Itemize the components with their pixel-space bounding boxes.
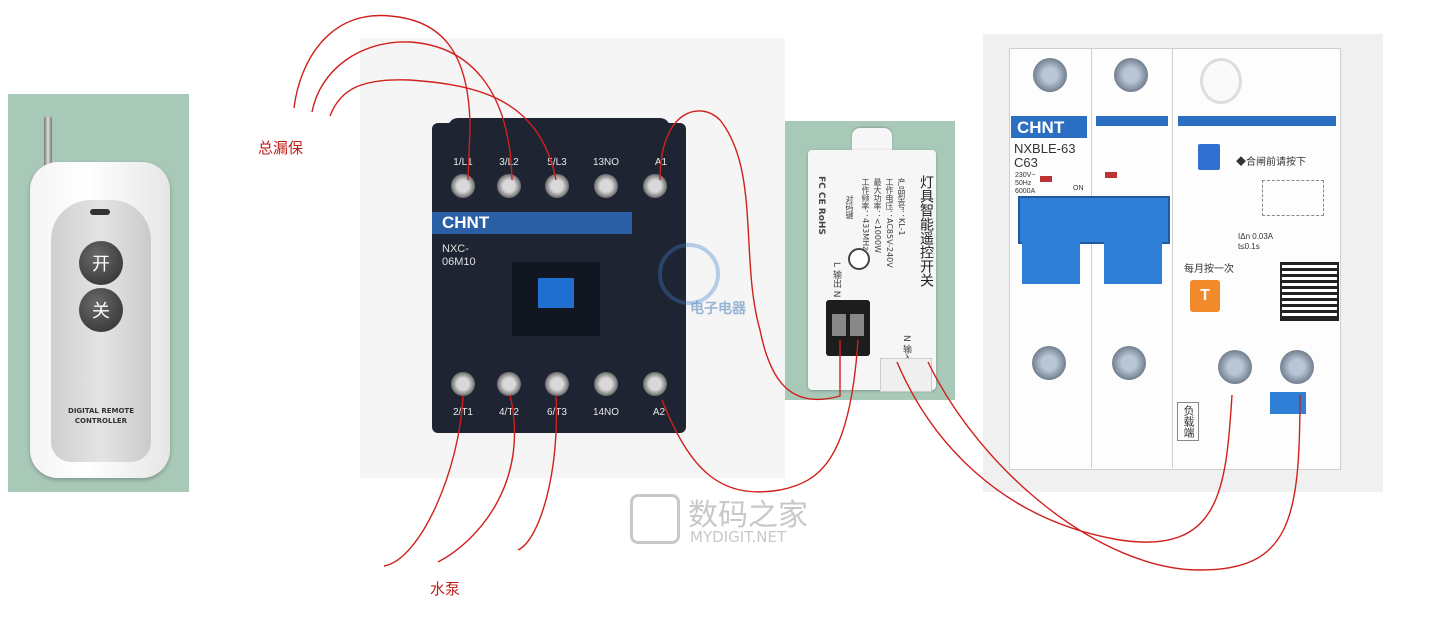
breaker-brand-logo: CHNT	[1017, 118, 1065, 137]
switch-input-tab	[880, 358, 932, 392]
breaker-indicator	[1040, 176, 1052, 182]
remote-label-line1: DIGITAL REMOTE	[68, 407, 134, 415]
breaker-trip-time: t≤0.1s	[1238, 242, 1260, 251]
switch-cert-marks: FC CE RoHS	[816, 176, 826, 235]
breaker-toggle-pole	[1022, 236, 1080, 284]
watermark-logo-icon	[630, 494, 680, 544]
breaker-circuit-diagram	[1262, 180, 1324, 216]
terminal-slot	[850, 314, 864, 336]
terminal-screw	[643, 174, 667, 198]
breaker-toggle-pole	[1104, 236, 1162, 284]
wire-t2	[437, 394, 516, 563]
breaker-model: NXBLE-63	[1014, 141, 1076, 156]
terminal-screw	[594, 174, 618, 198]
contactor-terminal-label: 4/T2	[498, 407, 519, 418]
terminal-screw	[594, 372, 618, 396]
wire-t1	[383, 394, 464, 567]
wire-l1	[293, 14, 471, 181]
breaker-divider	[1172, 48, 1173, 468]
breaker-indicator	[1105, 172, 1117, 178]
breaker-voltage: 230V~	[1015, 172, 1036, 179]
breaker-note: ◆合闸前请按下	[1236, 157, 1306, 168]
main-rcd-label: 总漏保	[258, 139, 304, 157]
switch-input-label: N 输入 L	[901, 335, 911, 371]
terminal-slot	[832, 314, 846, 336]
remote-led	[90, 209, 110, 215]
breaker-trip-current: IΔn 0.03A	[1238, 232, 1274, 241]
switch-output-terminal	[826, 300, 870, 356]
contactor-terminal-label: 1/L1	[453, 157, 473, 168]
remote-off-button[interactable]: 关	[79, 288, 123, 332]
breaker-test-label: 每月按一次	[1184, 264, 1234, 275]
contactor-model-line1: NXC-	[442, 243, 469, 255]
remote-antenna	[44, 116, 52, 174]
contactor-terminal-label: 13NO	[592, 157, 620, 168]
contactor-terminal-label: 5/L3	[547, 157, 567, 168]
wire-a2	[661, 339, 859, 493]
pump-label: 水泵	[430, 580, 461, 598]
breaker-load-tab	[1270, 392, 1306, 414]
contactor-overlay-text: 电子电器	[690, 301, 746, 317]
breaker-screw	[1032, 346, 1066, 380]
switch-learn-label: 对码键	[845, 195, 854, 219]
terminal-screw	[451, 372, 475, 396]
remote-on-button[interactable]: 开	[79, 241, 123, 285]
terminal-screw	[643, 372, 667, 396]
wire-l2	[311, 41, 513, 181]
breaker-blue-strip	[1096, 116, 1168, 126]
wire-l3	[329, 79, 557, 181]
contactor-terminal-label: 3/L2	[499, 157, 519, 168]
switch-spec-line: 最大功率：<1000W	[873, 178, 882, 253]
watermark-cn: 数码之家	[688, 498, 808, 533]
terminal-screw	[497, 372, 521, 396]
breaker-divider	[1091, 48, 1092, 468]
contactor-terminal-label: 2/T1	[452, 407, 473, 418]
terminal-screw	[545, 174, 569, 198]
terminal-screw	[497, 174, 521, 198]
watermark-en: MYDIGIT.NET	[690, 528, 787, 546]
wire-n-in	[896, 361, 1233, 543]
contactor-brand-logo: CHNT	[442, 213, 490, 232]
breaker-frequency: 50Hz	[1015, 180, 1032, 187]
breaker-on-label: ON	[1073, 185, 1084, 192]
breaker-load-label: 负载端	[1177, 402, 1199, 441]
wire-l-in	[927, 361, 1301, 571]
contactor-terminal-label: 14NO	[592, 407, 620, 418]
terminal-screw	[545, 372, 569, 396]
breaker-hole	[1200, 58, 1242, 104]
breaker-rating: C63	[1014, 155, 1038, 170]
contactor-armature	[538, 278, 574, 308]
breaker-screw	[1112, 346, 1146, 380]
contactor-overlay-logo	[658, 243, 720, 305]
switch-spec-line: 工作频率：433MHz	[861, 178, 870, 251]
wire-t3	[517, 394, 558, 551]
breaker-screw	[1033, 58, 1067, 92]
contactor-terminal-label: A2	[652, 407, 666, 418]
breaker-brand-strip: CHNT	[1011, 116, 1087, 138]
contactor-brand-strip: CHNT	[432, 212, 632, 234]
switch-learn-button[interactable]	[848, 248, 870, 270]
contactor-model: NXC- 06M10	[442, 243, 476, 269]
breaker-qr-code	[1280, 262, 1339, 321]
switch-spec-line: 产品型号：KL-1	[897, 178, 906, 236]
remote-label-line2: CONTROLLER	[74, 417, 128, 425]
switch-spec-line: 工作电压：AC85V-240V	[885, 178, 894, 268]
breaker-screw	[1114, 58, 1148, 92]
breaker-reset-button[interactable]	[1198, 144, 1220, 170]
breaker-capacity: 6000A	[1015, 188, 1036, 195]
switch-title: 灯具智能遥控开关	[918, 175, 934, 287]
breaker-test-button[interactable]: T	[1190, 280, 1220, 312]
wire-a1	[659, 110, 841, 401]
breaker-blue-strip	[1178, 116, 1336, 126]
breaker-screw	[1218, 350, 1252, 384]
breaker-screw	[1280, 350, 1314, 384]
terminal-screw	[451, 174, 475, 198]
switch-output-label: L 输出 N	[831, 262, 841, 298]
contactor-model-line2: 06M10	[442, 256, 476, 268]
